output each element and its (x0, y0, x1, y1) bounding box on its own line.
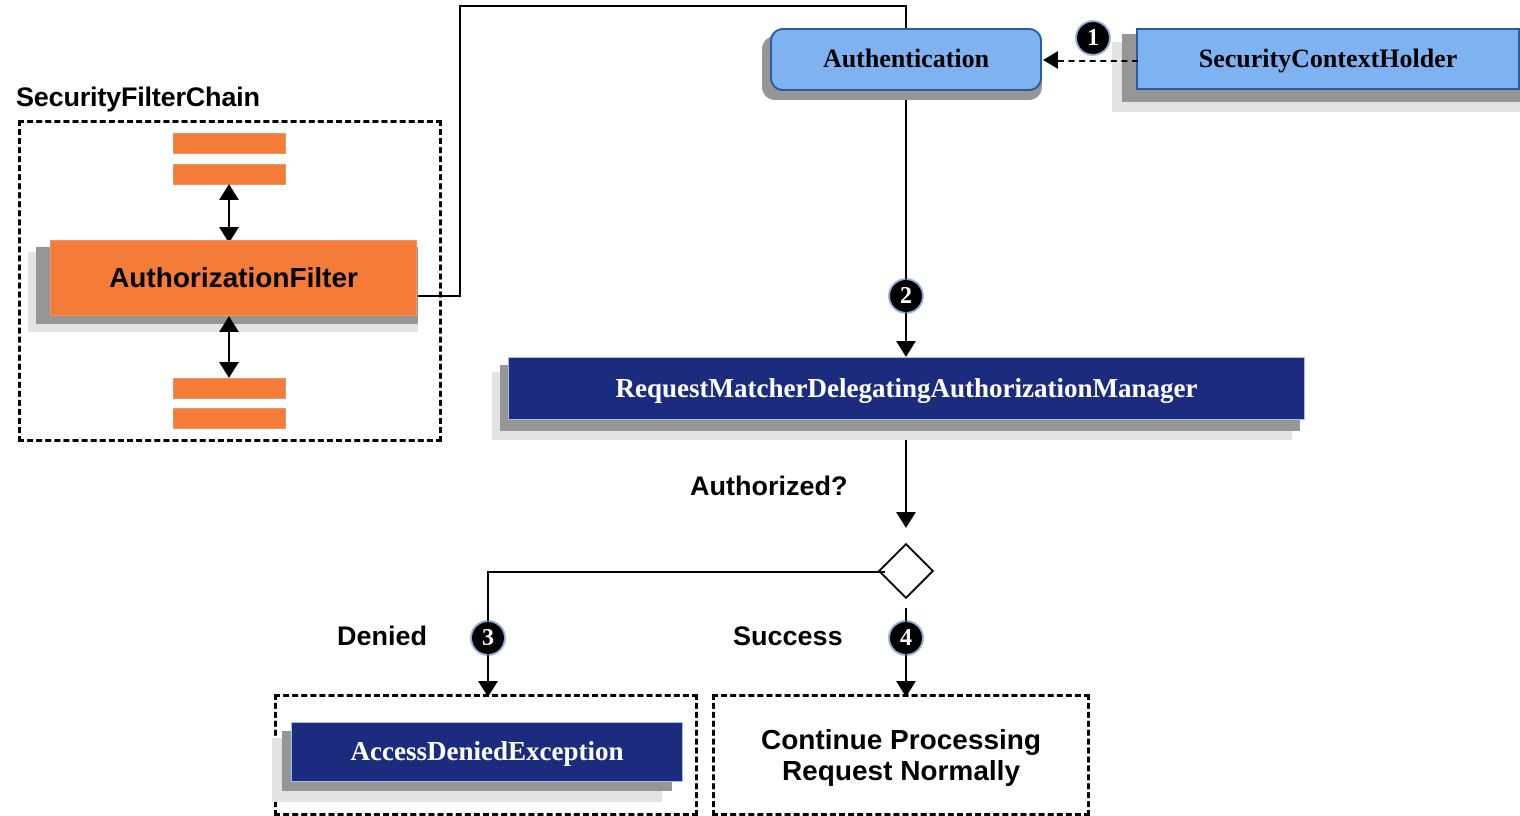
filter-chain-arrowhead-bottom-down (219, 362, 239, 378)
filter-chain-arrow-bottom-shaft (228, 322, 230, 369)
authorized-label: Authorized? (690, 471, 848, 501)
connector-holder-to-authentication (1058, 60, 1138, 62)
connector-into-authentication (905, 5, 907, 29)
connector-manager-to-decision (905, 420, 907, 515)
filter-chain-arrowhead-bottom-up (219, 316, 239, 332)
connector-denied-horizontal (487, 571, 885, 573)
filter-bar-top-1 (173, 133, 286, 154)
request-matcher-manager-box[interactable]: RequestMatcherDelegatingAuthorizationMan… (508, 357, 1305, 420)
authorized-decision-diamond (877, 542, 935, 600)
filter-bar-top-2 (173, 164, 286, 185)
connector-auth-to-manager (905, 90, 907, 348)
step-badge-4: 4 (890, 622, 922, 654)
filter-bar-bottom-2 (173, 408, 286, 429)
arrowhead-success (896, 681, 916, 697)
authorization-filter-box[interactable]: AuthorizationFilter (50, 240, 417, 316)
success-label: Success (733, 621, 843, 651)
continue-processing-container (712, 694, 1090, 816)
arrowhead-manager-to-decision (896, 512, 916, 528)
arrowhead-holder-to-authentication (1043, 51, 1058, 69)
connector-filter-to-auth-horizontal (459, 5, 907, 7)
step-badge-3: 3 (472, 622, 504, 654)
connector-filter-to-auth-vertical-left (459, 5, 461, 296)
step-badge-2: 2 (890, 280, 922, 312)
arrowhead-denied (478, 681, 498, 697)
security-context-holder-box[interactable]: SecurityContextHolder (1136, 28, 1520, 90)
filter-bar-bottom-1 (173, 378, 286, 399)
filter-chain-arrow-top-shaft (228, 190, 230, 235)
security-filter-chain-container (18, 120, 442, 442)
continue-processing-text: Continue Processing Request Normally (760, 723, 1042, 786)
filter-chain-arrowhead-top-up (219, 184, 239, 200)
denied-label: Denied (337, 621, 428, 651)
security-filter-chain-title: SecurityFilterChain (16, 82, 260, 112)
authentication-box[interactable]: Authentication (770, 28, 1042, 91)
filter-chain-arrowhead-top-down (219, 227, 239, 243)
arrowhead-auth-to-manager (896, 341, 916, 357)
step-badge-1: 1 (1077, 22, 1109, 54)
access-denied-exception-box[interactable]: AccessDeniedException (291, 722, 683, 782)
